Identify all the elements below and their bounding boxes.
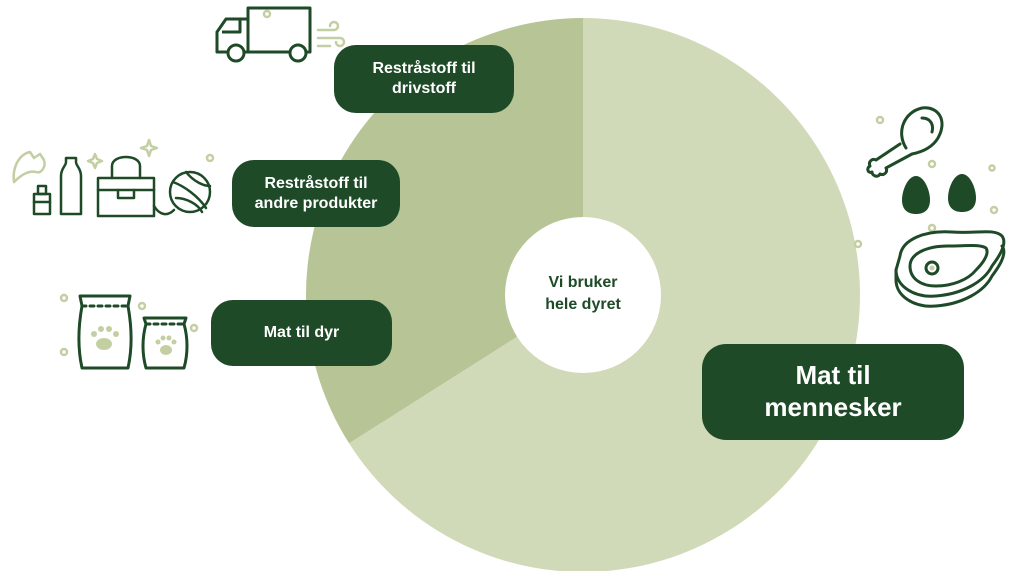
donut-hole <box>505 217 661 373</box>
label-mat-til-mennesker: Mat til mennesker <box>702 344 964 440</box>
delivery-van-icon <box>215 6 346 63</box>
label-andre-produkter: Restråstoff til andre produkter <box>232 160 400 227</box>
pet-food-icon <box>59 293 199 370</box>
label-drivstoff: Restråstoff til drivstoff <box>334 45 514 113</box>
center-label: Vi bruker hele dyret <box>545 274 621 313</box>
meat-eggs-icon <box>853 106 1006 308</box>
byproducts-icon <box>12 138 215 218</box>
label-mat-til-dyr: Mat til dyr <box>211 300 392 366</box>
